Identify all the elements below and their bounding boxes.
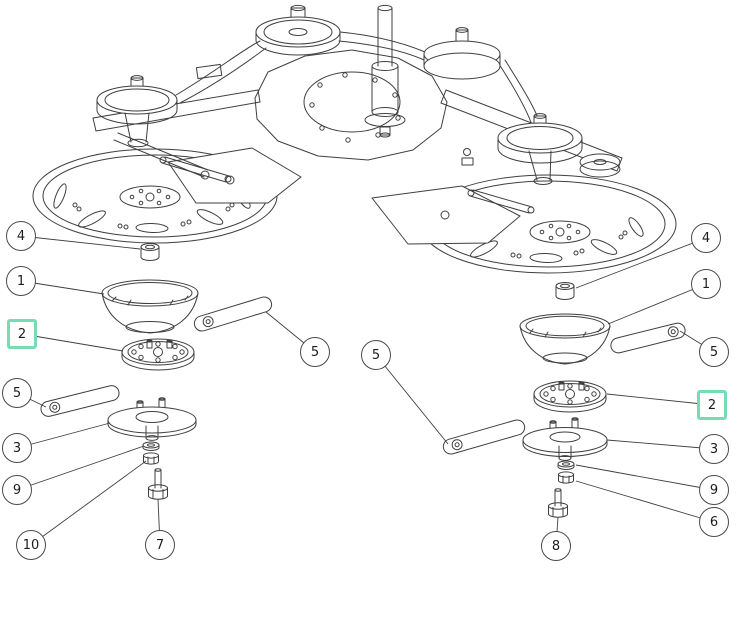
callout-8: 8 — [541, 531, 571, 561]
right-washer-part-9 — [557, 460, 575, 470]
left-spindle-pulley — [96, 75, 178, 148]
left-spacer-bushing-part-4 — [140, 243, 160, 261]
leader-line-4-10 — [575, 237, 707, 289]
leader-line-10-6 — [30, 460, 147, 546]
left-spindle-plate-part-3 — [107, 397, 197, 441]
callout-3: 3 — [2, 433, 32, 463]
left-washer-part-9 — [142, 441, 160, 451]
callout-5: 5 — [699, 337, 729, 367]
left-large-blade — [159, 147, 302, 204]
right-blade-holder-disc-part-2 — [533, 380, 607, 413]
center-top-pulley — [255, 4, 341, 56]
center-gear-plate — [254, 49, 474, 166]
callout-4: 4 — [6, 221, 36, 251]
callout-1: 1 — [691, 269, 721, 299]
callout-5: 5 — [300, 337, 330, 367]
left-nut-part-10 — [143, 452, 159, 465]
leader-line-1-11 — [607, 283, 707, 325]
leader-line-9-5 — [16, 445, 145, 491]
callout-2-highlighted: 2 — [7, 319, 37, 349]
callout-1: 1 — [6, 266, 36, 296]
callout-9: 9 — [2, 475, 32, 505]
callout-10: 10 — [16, 530, 46, 560]
leader-line-5-9 — [375, 354, 449, 445]
center-double-pulley — [423, 27, 501, 80]
right-nut-part-6 — [558, 471, 574, 484]
right-spacer-bushing-part-4 — [555, 282, 575, 300]
left-lower-blade-part-5 — [40, 385, 120, 417]
callout-7: 7 — [145, 530, 175, 560]
left-blade-holder-disc-part-2 — [121, 338, 195, 371]
leader-line-2-2 — [21, 333, 124, 352]
leader-line-4-0 — [20, 235, 141, 250]
callout-3: 3 — [699, 434, 729, 464]
right-inner-blade-part-5 — [442, 419, 526, 455]
leader-line-9-15 — [575, 464, 715, 491]
callout-5: 5 — [2, 378, 32, 408]
right-cup-part-1 — [519, 313, 611, 365]
leader-line-6-16 — [575, 480, 715, 523]
right-spindle-plate-part-3 — [522, 417, 608, 461]
callout-9: 9 — [699, 475, 729, 505]
center-shaft — [364, 4, 406, 138]
right-large-blade — [371, 185, 535, 245]
leader-line-2-13 — [606, 393, 713, 406]
left-cup-part-1 — [101, 279, 199, 334]
drive-belts — [175, 31, 542, 129]
leader-line-3-14 — [606, 439, 715, 450]
left-upper-blade-part-5 — [193, 296, 273, 332]
callout-4: 4 — [691, 223, 721, 253]
callout-6: 6 — [699, 507, 729, 537]
callout-2-highlighted: 2 — [697, 390, 727, 420]
callout-5: 5 — [361, 340, 391, 370]
right-outer-blade-part-5 — [610, 322, 686, 354]
leader-line-3-4 — [16, 422, 111, 449]
right-spindle-pulley — [497, 113, 583, 185]
